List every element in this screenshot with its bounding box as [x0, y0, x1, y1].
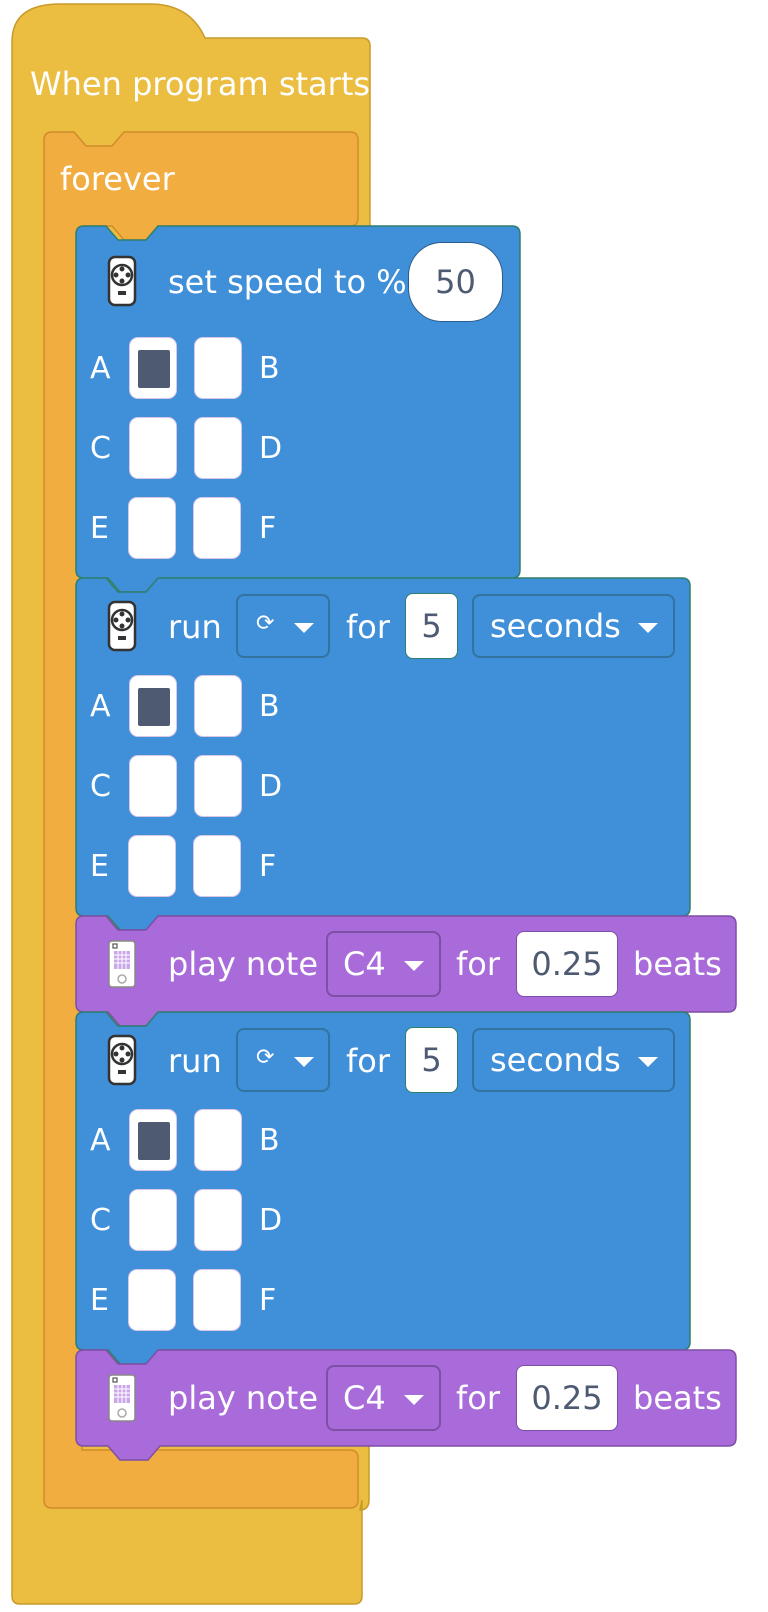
- for-label: for: [346, 1042, 390, 1080]
- port-label-c: C: [90, 1203, 111, 1238]
- unit-label: seconds: [490, 1041, 621, 1079]
- port-label-f: F: [259, 1283, 277, 1318]
- port-label-e: E: [90, 849, 109, 884]
- duration-input[interactable]: 5: [405, 1027, 458, 1093]
- port-b-toggle[interactable]: [194, 1109, 242, 1171]
- beats-input[interactable]: 0.25: [516, 931, 618, 997]
- port-b-toggle[interactable]: [194, 675, 242, 737]
- duration-input[interactable]: 5: [405, 593, 458, 659]
- direction-dropdown[interactable]: ⟳: [236, 1028, 330, 1092]
- hat-block-label: When program starts: [30, 65, 371, 103]
- motor-icon: [107, 600, 137, 652]
- chevron-down-icon: [638, 623, 658, 633]
- hub-icon: [108, 1374, 136, 1422]
- port-f-toggle[interactable]: [193, 835, 241, 897]
- chevron-down-icon: [404, 961, 424, 971]
- port-label-f: F: [259, 511, 277, 546]
- unit-label: seconds: [490, 607, 621, 645]
- beats-input[interactable]: 0.25: [516, 1365, 618, 1431]
- port-label-a: A: [90, 689, 111, 724]
- speed-input[interactable]: 50: [408, 242, 503, 322]
- port-label-e: E: [90, 511, 109, 546]
- forever-label: forever: [60, 160, 175, 198]
- port-label-a: A: [90, 1123, 111, 1158]
- port-f-toggle[interactable]: [193, 497, 241, 559]
- port-label-c: C: [90, 431, 111, 466]
- port-label-c: C: [90, 769, 111, 804]
- port-label-f: F: [259, 849, 277, 884]
- port-c-toggle[interactable]: [129, 1189, 177, 1251]
- port-d-toggle[interactable]: [194, 755, 242, 817]
- port-f-toggle[interactable]: [193, 1269, 241, 1331]
- port-a-toggle[interactable]: [129, 1109, 177, 1171]
- motor-icon: [107, 1034, 137, 1086]
- unit-dropdown[interactable]: seconds: [472, 1028, 675, 1092]
- port-label-d: D: [259, 769, 283, 804]
- port-d-toggle[interactable]: [194, 1189, 242, 1251]
- port-b-toggle[interactable]: [194, 337, 242, 399]
- run-label: run: [168, 608, 222, 646]
- note-label: C4: [343, 1379, 386, 1417]
- for-label: for: [456, 945, 500, 983]
- for-label: for: [346, 608, 390, 646]
- set-speed-label: set speed to %: [168, 263, 407, 301]
- port-e-toggle[interactable]: [128, 1269, 176, 1331]
- beats-label: beats: [633, 945, 722, 983]
- chevron-down-icon: [294, 623, 314, 633]
- port-label-b: B: [259, 1123, 280, 1158]
- for-label: for: [456, 1379, 500, 1417]
- port-c-toggle[interactable]: [129, 755, 177, 817]
- chevron-down-icon: [294, 1057, 314, 1067]
- beats-label: beats: [633, 1379, 722, 1417]
- chevron-down-icon: [404, 1395, 424, 1405]
- motor-icon: [107, 255, 137, 307]
- note-dropdown[interactable]: C4: [326, 1365, 441, 1431]
- port-d-toggle[interactable]: [194, 417, 242, 479]
- port-label-b: B: [259, 351, 280, 386]
- play-note-label: play note: [168, 1379, 319, 1417]
- chevron-down-icon: [638, 1057, 658, 1067]
- port-label-d: D: [259, 1203, 283, 1238]
- hub-icon: [108, 940, 136, 988]
- note-label: C4: [343, 945, 386, 983]
- port-label-d: D: [259, 431, 283, 466]
- run-label: run: [168, 1042, 222, 1080]
- play-note-label: play note: [168, 945, 319, 983]
- port-label-b: B: [259, 689, 280, 724]
- port-a-toggle[interactable]: [129, 675, 177, 737]
- port-label-e: E: [90, 1283, 109, 1318]
- port-e-toggle[interactable]: [128, 835, 176, 897]
- note-dropdown[interactable]: C4: [326, 931, 441, 997]
- port-label-a: A: [90, 351, 111, 386]
- port-c-toggle[interactable]: [129, 417, 177, 479]
- clockwise-icon: ⟳: [256, 611, 275, 636]
- port-a-toggle[interactable]: [129, 337, 177, 399]
- unit-dropdown[interactable]: seconds: [472, 594, 675, 658]
- port-e-toggle[interactable]: [128, 497, 176, 559]
- clockwise-icon: ⟳: [256, 1045, 275, 1070]
- direction-dropdown[interactable]: ⟳: [236, 594, 330, 658]
